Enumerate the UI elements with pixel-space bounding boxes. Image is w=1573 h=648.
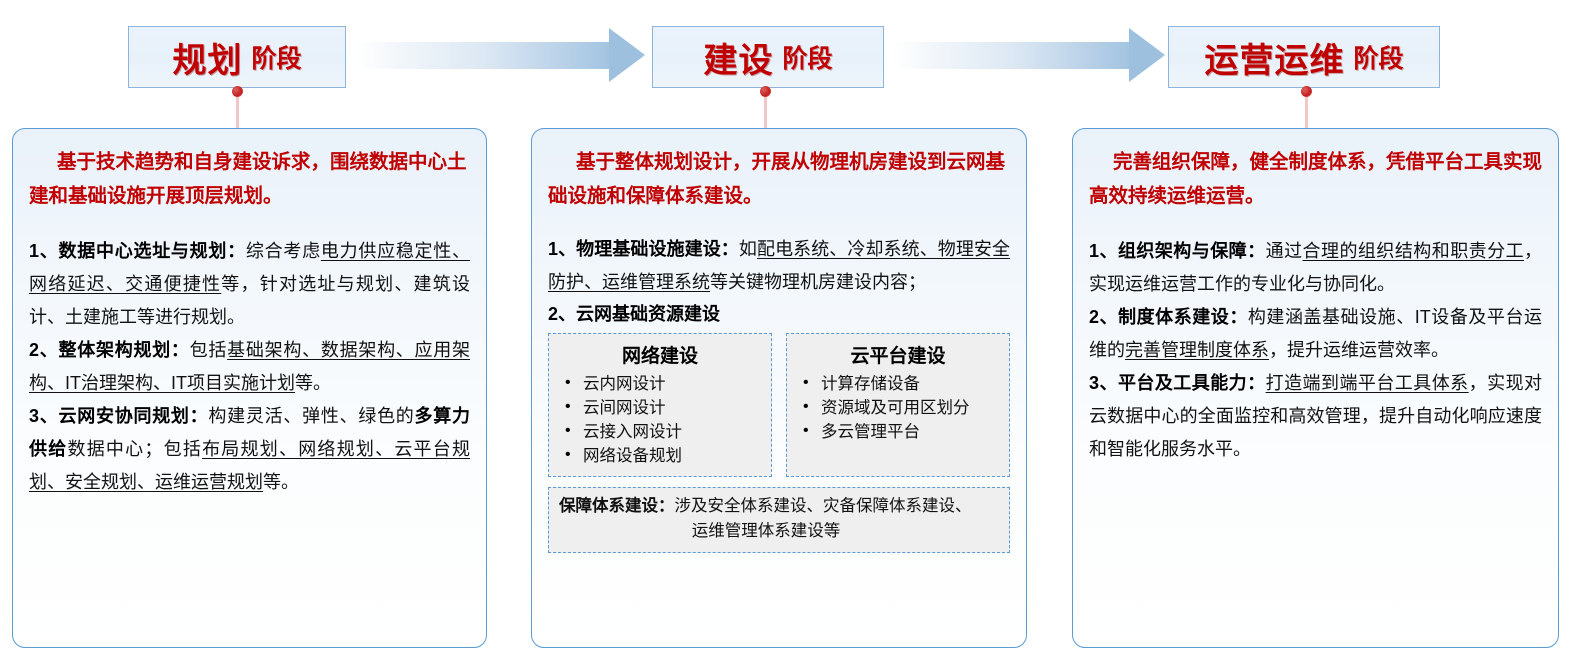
item-text-underlined: 配电系统、冷却系统、物理安全防护、运维管理系统	[548, 239, 1011, 292]
panel-body: 1、组织架构与保障：通过合理的组织结构和职责分工，实现运维运营工作的专业化与协同…	[1089, 235, 1542, 466]
list-item: 2、制度体系建设：构建涵盖基础设施、IT设备及平台运维的完善管理制度体系，提升运…	[1089, 301, 1542, 367]
subbox-bullet-list: 计算存储设备 资源域及可用区划分 多云管理平台	[795, 371, 1001, 444]
stage-panel-operations: 完善组织保障，健全制度体系，凭借平台工具实现高效持续运维运营。 1、组织架构与保…	[1072, 128, 1559, 648]
subbox-cloud-platform-construction: 云平台建设 计算存储设备 资源域及可用区划分 多云管理平台	[786, 333, 1010, 477]
list-item: 云接入网设计	[565, 419, 763, 444]
stage-panel-planning: 基于技术趋势和自身建设诉求，围绕数据中心土建和基础设施开展顶层规划。 1、数据中…	[12, 128, 487, 648]
arrow-shaft	[355, 42, 609, 69]
item-text-underlined: 合理的组织结构和职责分工	[1302, 241, 1525, 261]
item-text-underlined: 打造端到端平台工具体系	[1265, 373, 1469, 393]
list-item: 2、整体架构规划：包括基础架构、数据架构、应用架构、IT治理架构、IT项目实施计…	[29, 334, 470, 400]
panel-lede: 基于技术趋势和自身建设诉求，围绕数据中心土建和基础设施开展顶层规划。	[29, 151, 467, 207]
item-text-a: 综合考虑	[245, 241, 321, 261]
arrow-head	[1129, 28, 1165, 82]
panel-body: 1、物理基础设施建设：如配电系统、冷却系统、物理安全防护、运维管理系统等关键物理…	[548, 233, 1010, 553]
assurance-line-2: 运维管理体系建设等	[691, 522, 841, 540]
process-diagram: 规划 阶段 建设 阶段 运营运维 阶段 基于技术趋势和自身建设诉求，围绕数据中心…	[0, 0, 1573, 635]
item-number: 2、	[29, 340, 59, 360]
item-text-underlined: 布局规划、网络规划、云平台规划、安全规划、运维运营规划	[29, 439, 471, 492]
item-number: 3、	[1089, 373, 1118, 393]
list-item: 资源域及可用区划分	[803, 395, 1001, 420]
item-text-a: 如	[738, 239, 757, 259]
panel-lede: 完善组织保障，健全制度体系，凭借平台工具实现高效持续运维运营。	[1089, 151, 1543, 207]
stage-header-operations[interactable]: 运营运维 阶段	[1168, 26, 1440, 88]
list-item: 1、数据中心选址与规划：综合考虑电力供应稳定性、网络延迟、交通便捷性等，针对选址…	[29, 235, 470, 334]
item-text-b: 等。	[263, 472, 299, 492]
item-text-b: 等关键物理机房建设内容；	[710, 272, 926, 292]
subbox-bullet-list: 云内网设计 云间网设计 云接入网设计 网络设备规划	[557, 371, 763, 468]
stage-title-suffix: 阶段	[782, 45, 833, 73]
item-number: 1、	[548, 239, 577, 259]
list-item: 计算存储设备	[803, 371, 1001, 396]
item-label: 组织架构与保障：	[1117, 241, 1266, 261]
item-text-a: 通过	[1265, 241, 1303, 261]
item-number: 1、	[1089, 241, 1118, 261]
stage-panel-construction: 基于整体规划设计，开展从物理机房建设到云网基础设施和保障体系建设。 1、物理基础…	[531, 128, 1027, 648]
list-item: 网络设备规划	[565, 443, 763, 468]
subbox-title: 网络建设	[621, 346, 698, 367]
stage-title-main: 规划	[172, 41, 243, 80]
assurance-label: 保障体系建设：	[559, 497, 675, 515]
item-label: 云网基础资源建设	[576, 304, 721, 324]
connector-pin-operations	[1301, 86, 1312, 130]
connector-pin-construction	[760, 86, 771, 130]
item-label: 物理基础设施建设：	[576, 239, 739, 259]
item-label: 整体架构规划：	[58, 340, 190, 360]
stage-title-suffix: 阶段	[251, 45, 302, 73]
list-item: 云内网设计	[565, 371, 763, 396]
arrow-construction-to-operations	[893, 28, 1165, 82]
list-item: 2、云网基础资源建设	[548, 299, 1010, 329]
item-label: 云网安协同规划：	[58, 406, 209, 426]
item-text-b: ，提升运维运营效率。	[1269, 340, 1449, 360]
item-text-b: ，实现对云数据中心的全面监控和高效管理，提升自动化响应速度和智能化服务水平。	[1089, 373, 1543, 459]
arrow-shaft	[893, 42, 1129, 69]
list-item: 1、组织架构与保障：通过合理的组织结构和职责分工，实现运维运营工作的专业化与协同…	[1089, 235, 1542, 301]
assurance-text: 涉及安全体系建设、灾备保障体系建设、	[674, 497, 972, 515]
subbox-row: 网络建设 云内网设计 云间网设计 云接入网设计 网络设备规划 云平台建设 计算存…	[548, 333, 1010, 477]
pin-dot-icon	[760, 86, 771, 97]
stage-header-construction[interactable]: 建设 阶段	[652, 26, 884, 88]
item-label: 数据中心选址与规划：	[58, 241, 246, 261]
item-number: 3、	[29, 406, 59, 426]
stage-title-main: 运营运维	[1204, 41, 1345, 80]
arrow-head	[609, 28, 645, 82]
item-text-underlined: 完善管理制度体系	[1125, 340, 1269, 360]
stage-title-suffix: 阶段	[1353, 45, 1404, 73]
list-item: 3、平台及工具能力：打造端到端平台工具体系，实现对云数据中心的全面监控和高效管理…	[1089, 367, 1542, 466]
item-text-b: 等，针对选址与规划、建筑设计、土建施工等进行规划。	[29, 274, 471, 327]
item-text-underlined: 基础架构、数据架构、应用架构、IT治理架构、IT项目实施计划	[29, 340, 471, 393]
list-item: 多云管理平台	[803, 419, 1001, 444]
subbox-title: 云平台建设	[850, 346, 946, 367]
item-text-a: 构建灵活、弹性、绿色的	[208, 406, 415, 426]
item-text-a: 包括	[189, 340, 228, 360]
item-label: 制度体系建设：	[1118, 307, 1248, 327]
item-text-c: 数据中心；包括	[67, 439, 203, 459]
list-item: 1、物理基础设施建设：如配电系统、冷却系统、物理安全防护、运维管理系统等关键物理…	[548, 233, 1010, 299]
item-number: 1、	[29, 241, 59, 261]
assurance-line-1: 保障体系建设：涉及安全体系建设、灾备保障体系建设、	[559, 494, 999, 519]
arrow-planning-to-construction	[355, 28, 645, 82]
item-text-underlined: 电力供应稳定性、网络延迟、交通便捷性	[29, 241, 471, 294]
item-label: 平台及工具能力：	[1117, 373, 1266, 393]
panel-body: 1、数据中心选址与规划：综合考虑电力供应稳定性、网络延迟、交通便捷性等，针对选址…	[29, 235, 470, 499]
item-text-emphasis: 多算力供给	[29, 406, 471, 459]
item-number: 2、	[548, 304, 577, 324]
item-text-a: 构建涵盖基础设施、IT设备及平台运维的	[1089, 307, 1543, 360]
item-text-b: 等。	[295, 373, 331, 393]
pin-dot-icon	[1301, 86, 1312, 97]
item-number: 2、	[1089, 307, 1119, 327]
pin-dot-icon	[232, 86, 243, 97]
subbox-assurance-system: 保障体系建设：涉及安全体系建设、灾备保障体系建设、 运维管理体系建设等	[548, 487, 1010, 553]
subbox-network-construction: 网络建设 云内网设计 云间网设计 云接入网设计 网络设备规划	[548, 333, 772, 477]
list-item: 3、云网安协同规划：构建灵活、弹性、绿色的多算力供给数据中心；包括布局规划、网络…	[29, 400, 470, 499]
list-item: 云间网设计	[565, 395, 763, 420]
connector-pin-planning	[232, 86, 243, 130]
stage-header-planning[interactable]: 规划 阶段	[128, 26, 346, 88]
item-text-b: ，实现运维运营工作的专业化与协同化。	[1089, 241, 1543, 294]
panel-lede: 基于整体规划设计，开展从物理机房建设到云网基础设施和保障体系建设。	[548, 151, 1006, 207]
stage-title-main: 建设	[703, 41, 774, 80]
